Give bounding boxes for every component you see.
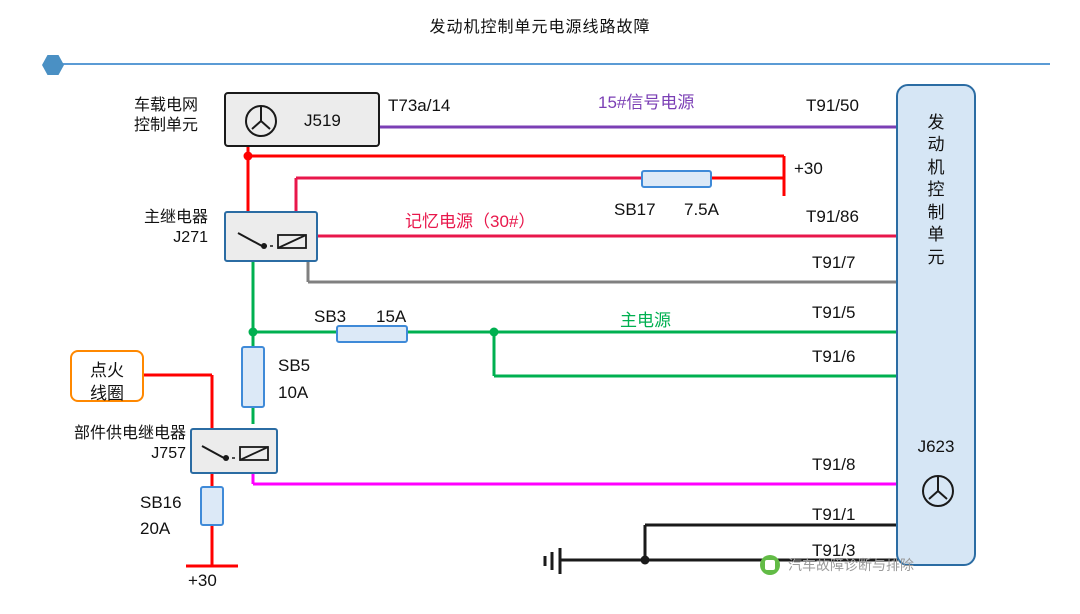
terminal-t91-1: T91/1 xyxy=(812,505,856,524)
j271-relay-box[interactable] xyxy=(224,211,318,262)
terminal-t91-50: T91/50 xyxy=(806,96,859,115)
label-plus30-top: +30 xyxy=(794,159,823,178)
label-signal-power: 15#信号电源 xyxy=(598,93,695,112)
j519-label: 车载电网 控制单元 xyxy=(133,97,198,134)
terminal-t91-6: T91/6 xyxy=(812,347,856,366)
label-memory-power: 记忆电源（30#） xyxy=(405,212,536,231)
label-main-power: 主电源 xyxy=(620,311,671,330)
fuse-sb17[interactable] xyxy=(641,170,712,188)
ground-icon xyxy=(543,548,575,574)
fuse-sb16-name: SB16 xyxy=(140,493,182,512)
j757-relay-box[interactable] xyxy=(190,428,278,474)
j519-code: J519 xyxy=(304,111,341,130)
terminal-t91-86: T91/86 xyxy=(806,207,859,226)
fuse-sb3-rating: 15A xyxy=(376,307,407,326)
fuse-sb16-rating: 20A xyxy=(140,519,171,538)
header-divider xyxy=(44,63,1050,65)
fuse-sb17-rating: 7.5A xyxy=(684,200,719,219)
ecu-code: J623 xyxy=(917,437,955,456)
meter-icon xyxy=(922,475,954,507)
fuse-sb3-name: SB3 xyxy=(314,307,347,326)
ecu-title: 发动机控制单元 xyxy=(927,113,945,267)
terminal-t73a14: T73a/14 xyxy=(388,96,451,115)
fuse-sb5-rating: 10A xyxy=(278,383,309,402)
fuse-sb3[interactable] xyxy=(336,325,408,343)
meter-icon xyxy=(245,105,277,137)
fuse-sb5-name: SB5 xyxy=(278,356,311,375)
page-title: 发动机控制单元电源线路故障 xyxy=(429,19,651,36)
ignition-coil-box[interactable]: 点火 线圈 xyxy=(70,350,144,403)
terminal-t91-7: T91/7 xyxy=(812,253,856,272)
hexagon-bullet-icon xyxy=(42,55,64,75)
ecu-box[interactable]: 发动机控制单元 J623 xyxy=(896,84,976,566)
watermark: 汽车故障诊断与排除 xyxy=(760,555,914,575)
watermark-text: 汽车故障诊断与排除 xyxy=(788,557,914,573)
terminal-t91-5: T91/5 xyxy=(812,303,856,322)
j271-label: 主继电器 J271 xyxy=(143,209,208,246)
j757-label: 部件供电继电器 J757 xyxy=(73,425,186,462)
terminal-t91-3: T91/3 xyxy=(812,541,856,560)
label-plus30-bottom: +30 xyxy=(188,571,217,590)
fuse-sb16[interactable] xyxy=(200,486,224,526)
wechat-account-icon xyxy=(760,555,780,575)
fuse-sb17-name: SB17 xyxy=(614,200,656,219)
fuse-sb5[interactable] xyxy=(241,346,265,408)
relay-icon xyxy=(201,445,269,461)
terminal-t91-8: T91/8 xyxy=(812,455,856,474)
relay-icon xyxy=(237,232,307,249)
j519-box[interactable]: J519 xyxy=(224,92,380,147)
